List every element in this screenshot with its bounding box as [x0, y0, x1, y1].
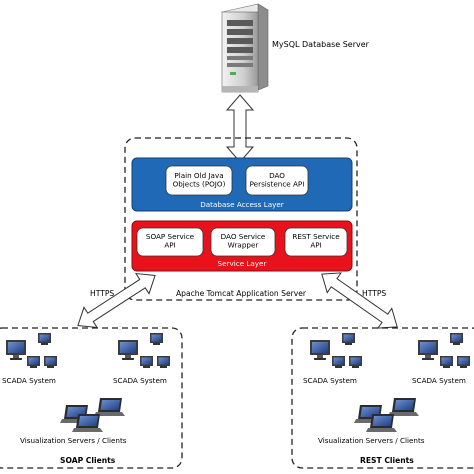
rest-visualization-icon — [354, 398, 419, 432]
rest-scada-1-label: SCADA System — [303, 376, 357, 385]
https-left-label: HTTPS — [90, 289, 114, 298]
service-layer-label: Service Layer — [218, 259, 267, 268]
rest-service-box — [284, 227, 348, 257]
soap-visualization-label: Visualization Servers / Clients — [20, 436, 127, 445]
rest-scada-2-icon — [418, 333, 470, 368]
tomcat-container — [124, 137, 358, 301]
tomcat-label: Apache Tomcat Application Server — [176, 289, 307, 298]
dao-persistence-box — [245, 165, 309, 196]
soap-scada-2-icon — [118, 333, 170, 368]
mysql-server-icon — [221, 3, 269, 93]
soap-scada-1-label: SCADA System — [2, 376, 56, 385]
https-right-label: HTTPS — [362, 289, 386, 298]
rest-visualization-label: Visualization Servers / Clients — [318, 436, 425, 445]
rest-clients-container — [291, 327, 474, 469]
rest-clients-label: REST Clients — [360, 456, 414, 465]
https-left-arrow — [77, 272, 156, 329]
server-db-arrow — [225, 94, 255, 163]
soap-service-box — [136, 227, 204, 257]
https-right-arrow — [321, 272, 398, 329]
rest-scada-1-icon — [310, 333, 362, 368]
soap-scada-1-icon — [6, 333, 57, 368]
database-access-layer-label: Database Access Layer — [200, 200, 284, 209]
mysql-server-label: MySQL Database Server — [272, 40, 370, 49]
soap-visualization-icon — [60, 398, 125, 432]
dao-service-box — [210, 227, 276, 257]
soap-clients-label: SOAP Clients — [60, 456, 116, 465]
pojo-box — [165, 165, 233, 196]
soap-scada-2-label: SCADA System — [113, 376, 167, 385]
rest-scada-2-label: SCADA System — [412, 376, 466, 385]
soap-clients-container — [0, 327, 183, 469]
